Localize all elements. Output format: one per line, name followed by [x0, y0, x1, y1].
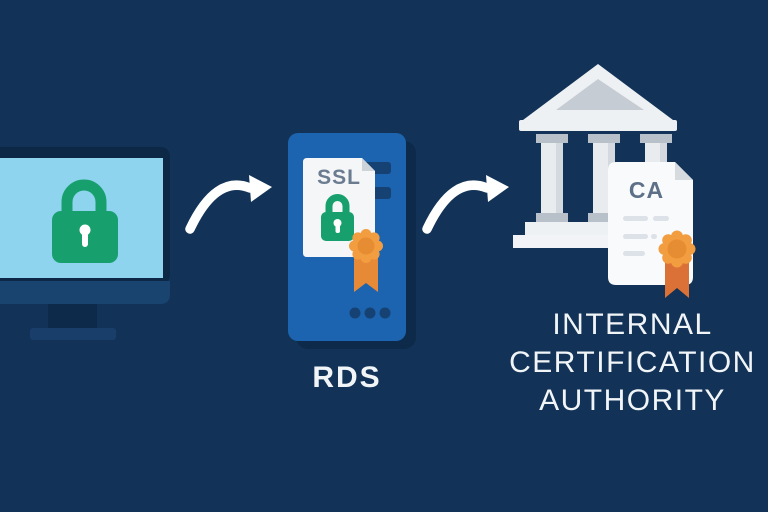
monitor-chin	[0, 281, 170, 304]
padlock-icon	[52, 179, 118, 263]
badge-center	[667, 239, 687, 259]
column-base	[536, 213, 568, 222]
cert-text-line	[623, 251, 645, 256]
curved-arrow-right-icon	[422, 175, 509, 234]
server-panel-icon	[288, 133, 416, 349]
monitor-lock-icon	[0, 147, 170, 340]
column-capital	[640, 134, 672, 143]
column-base	[588, 213, 620, 222]
page-fold	[362, 158, 375, 171]
page-fold	[675, 162, 693, 180]
badge-center	[357, 237, 375, 255]
panel-dot	[379, 307, 391, 319]
authority-label: INTERNAL CERTIFICATION AUTHORITY	[490, 306, 768, 420]
ssl-certificate-text: SSL	[317, 166, 361, 189]
award-ribbon-icon	[658, 230, 696, 298]
panel-dot	[364, 307, 376, 319]
award-ribbon-icon	[349, 229, 383, 292]
rds-label: RDS	[312, 361, 382, 394]
ca-certificate-icon	[608, 162, 696, 298]
cert-text-line	[653, 216, 669, 221]
padlock-icon	[321, 194, 354, 241]
column-capital	[588, 134, 620, 143]
ribbon-tails	[665, 258, 689, 298]
authority-label-line: AUTHORITY	[539, 384, 726, 417]
curved-arrow-right-icon	[185, 175, 272, 234]
monitor-stand-neck	[48, 304, 97, 328]
column-capital	[536, 134, 568, 143]
monitor-stand-base	[30, 328, 116, 340]
authority-label-line: CERTIFICATION	[509, 346, 756, 379]
cert-text-line	[651, 234, 657, 239]
ssl-certificate-icon	[303, 158, 375, 257]
pediment-inner	[556, 79, 644, 110]
panel-dot	[349, 307, 361, 319]
entablature	[519, 120, 677, 131]
ca-certificate-text: CA	[628, 177, 665, 203]
cert-text-line	[623, 234, 648, 239]
cert-text-line	[623, 216, 648, 221]
authority-label-line: INTERNAL	[552, 308, 713, 341]
ribbon-tails	[354, 254, 378, 292]
